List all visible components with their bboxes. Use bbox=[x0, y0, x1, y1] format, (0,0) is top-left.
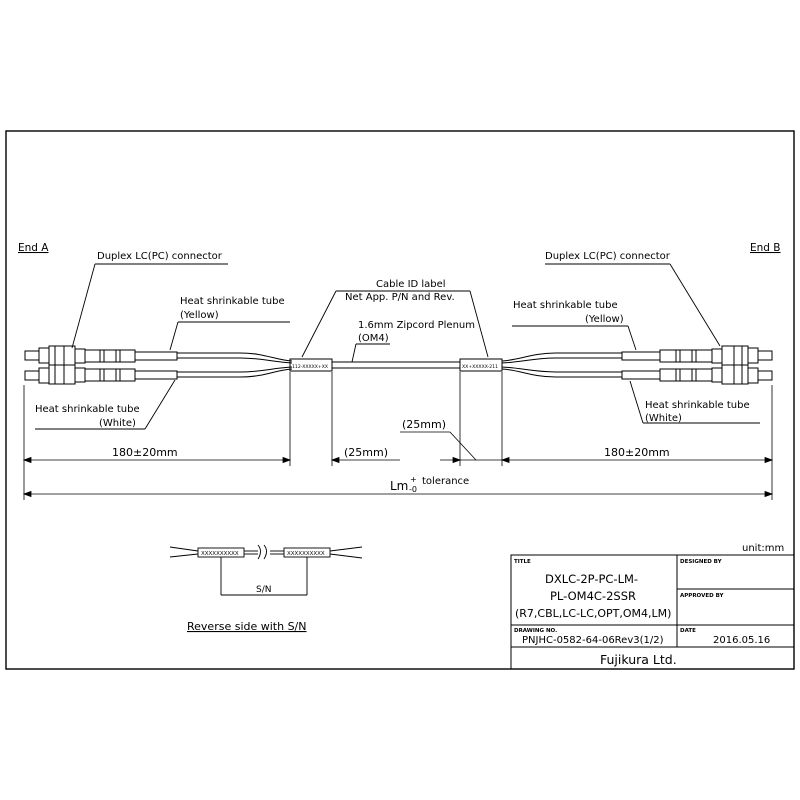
approved-by-header: APPROVED BY bbox=[680, 593, 724, 599]
heat-white-b-color: (White) bbox=[645, 413, 682, 424]
reverse-side-caption: Reverse side with S/N bbox=[187, 620, 307, 633]
heat-white-b-callout: Heat shrinkable tube bbox=[645, 400, 750, 411]
cable-id-label-left-text: 112-XXXXX+XX bbox=[292, 364, 328, 370]
serial-number-label: S/N bbox=[256, 585, 271, 595]
heat-white-a-callout: Heat shrinkable tube bbox=[35, 404, 140, 415]
dim-left-gap: (25mm) bbox=[344, 446, 388, 459]
connector-b-callout: Duplex LC(PC) connector bbox=[545, 251, 671, 262]
dim-total-length: Lm bbox=[390, 479, 408, 493]
heat-yellow-a-callout: Heat shrinkable tube bbox=[180, 296, 285, 307]
reverse-label-left-text: XXXXXXXXXX bbox=[201, 551, 239, 557]
heat-tubes-end-a bbox=[84, 349, 178, 382]
title-line-1: DXLC-2P-PC-LM- bbox=[545, 572, 638, 586]
date-header: DATE bbox=[680, 628, 696, 634]
cable-id-label-right bbox=[459, 358, 503, 372]
heat-yellow-a-color: (Yellow) bbox=[180, 310, 219, 321]
cable-id-label-right-text: XX+XXXXX-211 bbox=[462, 364, 498, 370]
title-line-2: PL-OM4C-2SSR bbox=[550, 589, 636, 603]
title-line-3: (R7,CBL,LC-LC,OPT,OM4,LM) bbox=[515, 607, 671, 620]
designed-by-header: DESIGNED BY bbox=[680, 559, 723, 565]
title-block bbox=[510, 554, 795, 670]
dim-right-gap: (25mm) bbox=[402, 418, 446, 431]
unit-label: unit:mm bbox=[742, 543, 784, 554]
cable-id-label-left bbox=[289, 358, 333, 372]
drawing-number: PNJHC-0582-64-06Rev3(1/2) bbox=[522, 635, 664, 646]
company-name: Fujikura Ltd. bbox=[600, 652, 677, 667]
drawing-date: 2016.05.16 bbox=[713, 635, 770, 646]
dim-total-plus: + bbox=[410, 475, 417, 484]
cable-id-callout: Cable ID label bbox=[376, 279, 446, 290]
title-header: TITLE bbox=[514, 559, 531, 565]
zipcord-callout-sub: (OM4) bbox=[358, 333, 389, 344]
cable-id-callout-sub: Net App. P/N and Rev. bbox=[345, 292, 455, 303]
cable-graphic bbox=[24, 345, 773, 385]
end-b-label: End B bbox=[750, 242, 781, 254]
drawing-no-header: DRAWING NO. bbox=[514, 628, 557, 634]
connector-end-a bbox=[24, 345, 86, 385]
heat-yellow-b-callout: Heat shrinkable tube bbox=[513, 300, 618, 311]
dimension-lines bbox=[22, 372, 774, 500]
heat-yellow-b-color: (Yellow) bbox=[585, 314, 624, 325]
connector-a-callout: Duplex LC(PC) connector bbox=[97, 251, 223, 262]
end-a-label: End A bbox=[18, 242, 49, 254]
dim-left-length: 180±20mm bbox=[112, 446, 178, 459]
drawing-border bbox=[5, 130, 795, 670]
connector-end-b bbox=[711, 345, 773, 385]
heat-white-a-color: (White) bbox=[99, 418, 136, 429]
dim-total-minus: -0 bbox=[409, 485, 417, 494]
dim-total-tolerance: tolerance bbox=[422, 476, 469, 487]
dim-right-length: 180±20mm bbox=[604, 446, 670, 459]
callout-leaders bbox=[35, 263, 760, 430]
zipcord-callout: 1.6mm Zipcord Plenum bbox=[358, 320, 475, 331]
reverse-label-right-text: XXXXXXXXXX bbox=[287, 551, 325, 557]
reverse-side-detail bbox=[169, 544, 363, 596]
heat-tubes-end-b bbox=[621, 349, 713, 382]
